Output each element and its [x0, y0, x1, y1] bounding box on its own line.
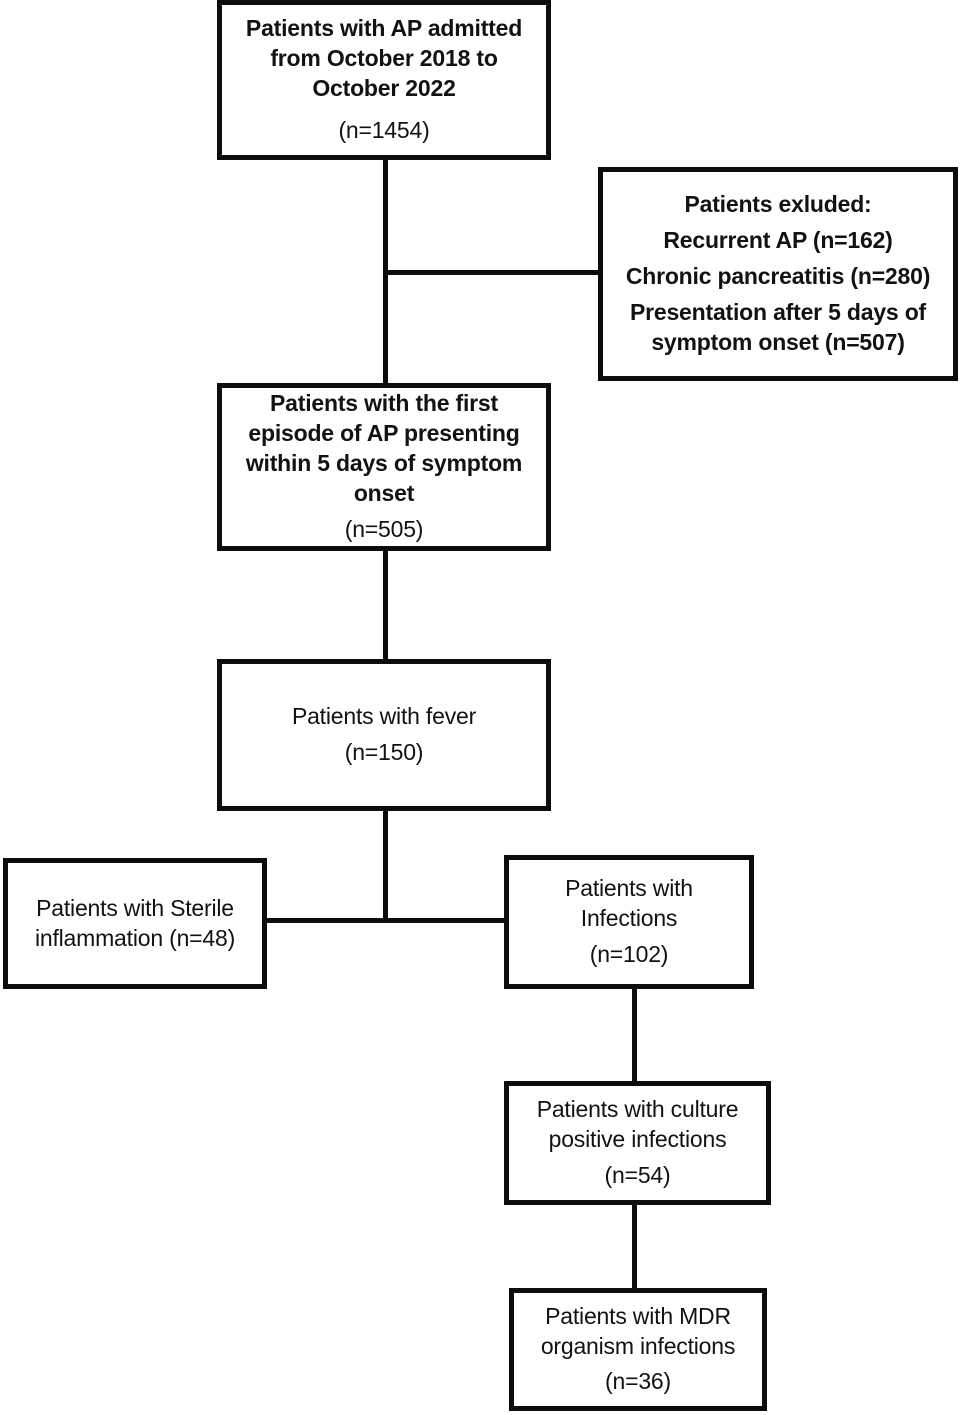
node-sterile-line-2: inflammation (n=48) [34, 924, 236, 951]
node-first-episode-line-4: onset [353, 479, 415, 506]
node-fever-count: (n=150) [344, 739, 424, 765]
node-mdr-line-1: Patients with MDR [545, 1302, 731, 1329]
connector-split-bus [262, 918, 507, 923]
node-mdr-count: (n=36) [605, 1368, 671, 1395]
connector-first-episode-to-fever [383, 548, 388, 662]
node-admitted-line-3: October 2022 [312, 75, 456, 101]
node-first-episode-line-2: episode of AP presenting [248, 420, 520, 447]
connector-fever-to-split [383, 808, 388, 923]
node-admitted-line-1: Patients with AP admitted [245, 15, 523, 42]
node-culture-line-2: positive infections [548, 1126, 727, 1153]
node-admitted-line-2: from October 2018 to [270, 45, 498, 72]
node-first-episode-line-3: within 5 days of symptom [245, 450, 523, 477]
node-sterile-inflammation: Patients with Sterile inflammation (n=48… [3, 858, 267, 989]
connector-culture-to-mdr [632, 1202, 637, 1291]
node-patients-with-infections: Patients with Infections (n=102) [504, 855, 754, 989]
node-excluded-line-4: Presentation after 5 days of [629, 298, 927, 325]
node-fever-line-1: Patients with fever [291, 703, 477, 730]
node-patients-excluded: Patients exluded: Recurrent AP (n=162) C… [598, 167, 958, 381]
node-excluded-line-1: Patients exluded: [684, 191, 872, 218]
node-infections-line-2: Infections [580, 905, 678, 932]
node-first-episode-count: (n=505) [344, 515, 424, 542]
connector-infections-to-culture [632, 986, 637, 1084]
node-infections-line-1: Patients with [565, 875, 693, 902]
node-mdr-organism-infections: Patients with MDR organism infections (n… [509, 1288, 767, 1411]
node-patients-admitted: Patients with AP admitted from October 2… [217, 0, 551, 160]
node-culture-line-1: Patients with culture [536, 1096, 739, 1123]
node-culture-positive-infections: Patients with culture positive infection… [504, 1081, 771, 1205]
node-patients-with-fever: Patients with fever (n=150) [217, 659, 551, 811]
node-infections-count: (n=102) [589, 940, 669, 967]
node-admitted-count: (n=1454) [338, 116, 430, 143]
node-sterile-line-1: Patients with Sterile [36, 894, 234, 921]
node-culture-count: (n=54) [604, 1161, 671, 1188]
node-excluded-line-5: symptom onset (n=507) [651, 328, 905, 355]
node-first-episode: Patients with the first episode of AP pr… [217, 383, 551, 551]
node-first-episode-line-1: Patients with the first [270, 390, 498, 417]
node-excluded-line-3: Chronic pancreatitis (n=280) [625, 263, 931, 290]
node-excluded-line-2: Recurrent AP (n=162) [663, 227, 893, 254]
connector-to-excluded-box [383, 270, 601, 275]
node-mdr-line-2: organism infections [540, 1332, 736, 1359]
